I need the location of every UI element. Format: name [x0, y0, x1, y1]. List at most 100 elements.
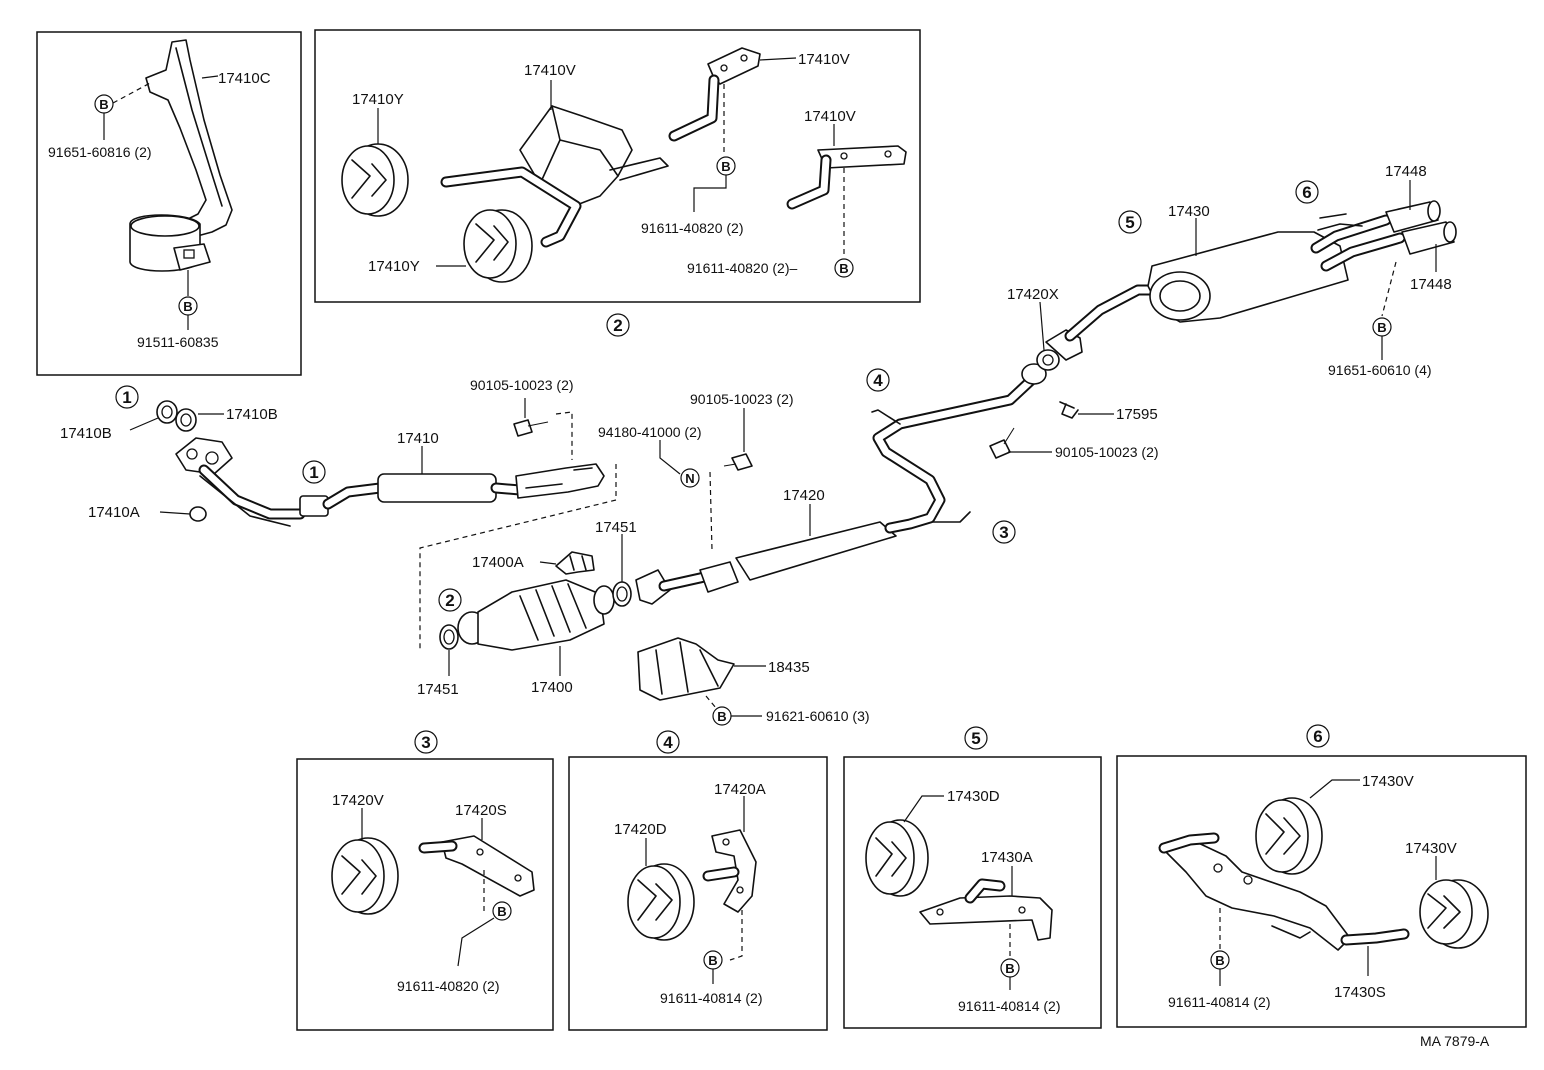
label-17430: 17430 [1168, 203, 1210, 220]
label-90105-a: 90105-10023 (2) [470, 377, 574, 393]
gasket-17400A [555, 551, 595, 575]
section-marker-4: 4 [866, 368, 890, 392]
center-pipe-17420 [635, 363, 1047, 605]
front-pipe-17410 [175, 437, 605, 527]
label-17410A: 17410A [88, 504, 140, 521]
section-marker-1: 1 [115, 385, 139, 409]
section-marker-5: 5 [1118, 210, 1142, 234]
dash-bolt-18435 [705, 695, 717, 709]
detail-frame-3 [296, 758, 554, 1031]
figure-code: MA 7879-A [1420, 1033, 1490, 1049]
bracket-17430S [1158, 832, 1410, 951]
svg-text:4: 4 [873, 371, 883, 390]
label-90105-b: 90105-10023 (2) [690, 391, 794, 407]
leader-17410A [159, 511, 191, 515]
bracket-17420S [418, 835, 535, 897]
insulator-17420D [627, 863, 695, 941]
gasket-17451-top [612, 581, 632, 607]
insulator-17430V-right [1419, 879, 1489, 949]
dash-bolt-bracket [112, 81, 153, 104]
bolt-90105-b [723, 453, 753, 471]
bolt-marker: B [1372, 317, 1392, 337]
label-17410C: 17410C [218, 70, 271, 87]
svg-text:B: B [721, 159, 730, 174]
section-marker-3: 3 [992, 520, 1016, 544]
bracket-17410C-drawing [129, 39, 233, 272]
bolt-90105-a [513, 419, 549, 437]
detail-frame-2 [314, 29, 921, 303]
bolt-marker: B [1000, 958, 1020, 978]
bolt-marker: B [716, 156, 736, 176]
svg-text:4: 4 [663, 733, 673, 752]
dash-bolt-muffler [1381, 261, 1397, 317]
label-17410V-a: 17410V [524, 62, 576, 79]
label-17410: 17410 [397, 430, 439, 447]
leader-17410V-b [759, 57, 797, 61]
bolt-90105-c [989, 427, 1015, 459]
label-17410Y-bottom: 17410Y [368, 258, 420, 275]
label-17420V: 17420V [332, 792, 384, 809]
label-17420: 17420 [783, 487, 825, 504]
leader-17430D [903, 795, 944, 823]
label-17430A: 17430A [981, 849, 1033, 866]
dash-nut-link [709, 471, 713, 551]
label-17410B-l: 17410B [60, 425, 112, 442]
converter-17400 [457, 579, 615, 651]
label-17451-top: 17451 [595, 519, 637, 536]
section-marker-6b: 6 [1306, 724, 1330, 748]
label-91651-60816: 91651-60816 (2) [48, 144, 152, 160]
bolt-marker: B [712, 706, 732, 726]
leader-91611-40820-c [457, 917, 495, 967]
dash-converter-link [419, 464, 617, 650]
section-marker-1b: 1 [302, 460, 326, 484]
label-17448-bot: 17448 [1410, 276, 1452, 293]
bolt-marker: B [703, 950, 723, 970]
gasket-17451-bottom [439, 624, 459, 650]
label-17410V-b: 17410V [798, 51, 850, 68]
label-91611-40814-c: 91611-40814 (2) [1168, 994, 1270, 1010]
label-91611-40820-c: 91611-40820 (2) [397, 978, 499, 994]
section-marker-2b: 2 [438, 588, 462, 612]
section-marker-3b: 3 [414, 730, 438, 754]
svg-text:1: 1 [309, 463, 318, 482]
insulator-17410Y-bottom [463, 209, 533, 283]
bracket-17420A [702, 829, 757, 913]
bolt-marker: B [178, 296, 198, 316]
detail-frame-5 [843, 756, 1102, 1029]
detail-frame-6 [1116, 755, 1527, 1028]
svg-text:B: B [717, 709, 726, 724]
label-17451-bottom: 17451 [417, 681, 459, 698]
svg-text:3: 3 [999, 523, 1008, 542]
svg-text:B: B [1377, 320, 1386, 335]
detail-frame-4 [568, 756, 828, 1031]
label-17595: 17595 [1116, 406, 1158, 423]
leader-17410C [201, 75, 219, 79]
label-17420A: 17420A [714, 781, 766, 798]
support-18435 [637, 637, 735, 701]
label-91651-60610: 91651-60610 (4) [1328, 362, 1432, 378]
svg-text:2: 2 [613, 316, 622, 335]
bracket-17430A [919, 878, 1053, 941]
muffler-17430 [1045, 213, 1406, 361]
label-17430V-r: 17430V [1405, 840, 1457, 857]
svg-text:N: N [685, 471, 694, 486]
label-17448-top: 17448 [1385, 163, 1427, 180]
leader-17430V-top [1309, 779, 1360, 799]
bolt-marker: B [1210, 950, 1230, 970]
nut-marker: N [680, 468, 700, 488]
label-17420S: 17420S [455, 802, 507, 819]
svg-text:B: B [1005, 961, 1014, 976]
insulator-17430D [865, 819, 929, 897]
label-90105-c: 90105-10023 (2) [1055, 444, 1159, 460]
leader-17410B-l [129, 417, 159, 431]
tail-tip-17448-lower [1401, 221, 1457, 255]
svg-text:6: 6 [1302, 183, 1311, 202]
label-17410Y-top: 17410Y [352, 91, 404, 108]
label-17420D: 17420D [614, 821, 667, 838]
tail-tip-17448-upper [1385, 200, 1441, 233]
svg-text:B: B [99, 97, 108, 112]
dash-bolt-90105-a [555, 411, 573, 460]
label-17410B-r: 17410B [226, 406, 278, 423]
bolt-marker: B [492, 901, 512, 921]
heat-shield-17410V [440, 105, 669, 248]
